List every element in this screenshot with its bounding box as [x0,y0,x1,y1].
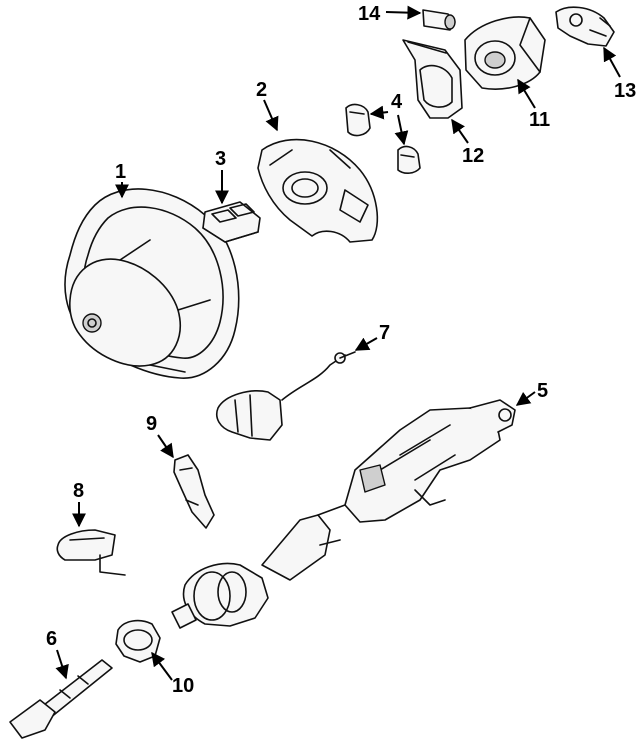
part-switch [202,201,261,243]
callout-5: 5 [515,380,548,406]
part-clips [345,103,421,174]
callout-11: 11 [517,78,550,131]
callout-12: 12 [451,118,484,167]
callout-label: 11 [529,109,550,131]
part-lock-housing [464,16,546,90]
callout-label: 2 [256,79,267,101]
callout-3: 3 [215,148,229,205]
callout-6: 6 [46,628,69,680]
part-tilt-lever [56,529,126,576]
callout-label: 6 [46,628,57,650]
part-intermediate-shaft [171,504,346,629]
callout-label: 10 [172,675,194,697]
part-steering-column [344,399,516,523]
part-lever [173,454,215,529]
callout-label: 9 [146,413,157,435]
part-ignition-switch [555,6,615,47]
callout-label: 8 [73,480,84,502]
callout-1: 1 [115,161,129,199]
part-lock-cylinder [422,9,456,31]
callout-14: 14 [358,3,422,25]
callout-4: 4 [369,91,409,146]
part-combination-switch [216,351,356,441]
callout-7: 7 [354,322,390,351]
part-bracket [402,39,463,119]
callout-label: 1 [115,161,126,183]
callout-2: 2 [256,79,279,132]
part-steering-wheel [64,188,240,379]
part-lower-shaft [9,659,113,739]
callout-label: 14 [358,3,381,25]
callout-label: 3 [215,148,226,170]
callout-9: 9 [146,413,174,459]
callout-13: 13 [603,46,636,102]
part-boot [115,619,161,663]
callout-label: 13 [614,80,636,102]
part-airbag-module [257,138,379,243]
callout-8: 8 [72,480,86,528]
callout-label: 5 [537,380,548,402]
callout-10: 10 [151,651,194,697]
callout-label: 12 [462,145,484,167]
callout-label: 7 [379,322,390,344]
callout-label: 4 [391,91,403,113]
